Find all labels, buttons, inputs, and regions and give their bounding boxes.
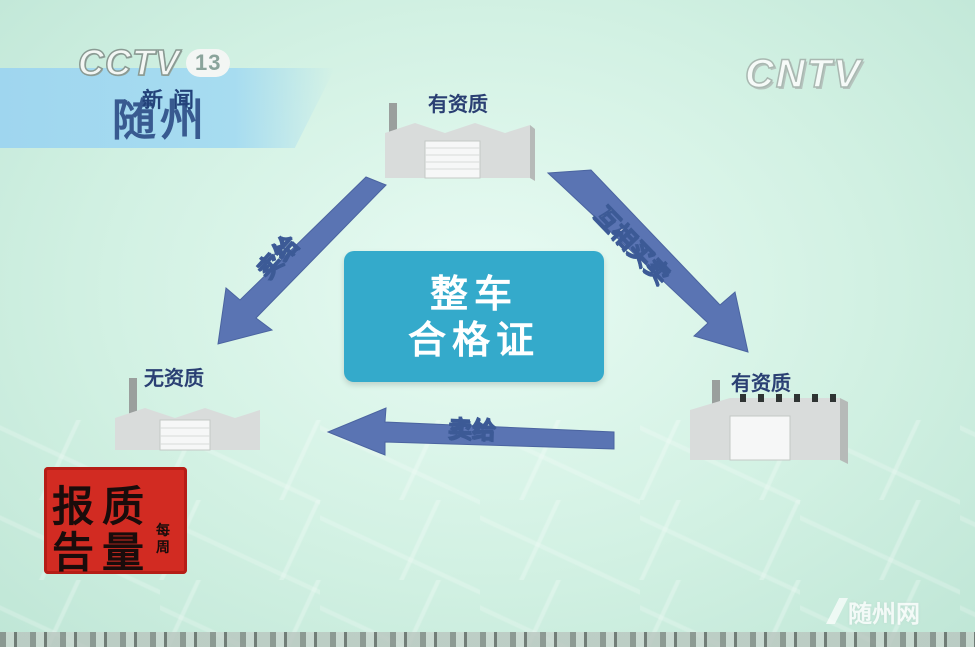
seal-char: 质: [102, 482, 145, 531]
seal-char: 量: [102, 528, 145, 577]
arrow-label-right-to-left: 卖给: [447, 415, 497, 446]
channel-number: 13: [186, 49, 231, 77]
factory-icon-right: [690, 380, 848, 464]
seal-char: 告: [52, 528, 95, 577]
node-label-right: 有资质: [731, 371, 791, 395]
arrow-right-to-left: [326, 407, 615, 456]
bottom-strip: [0, 632, 975, 647]
node-label-top: 有资质: [428, 92, 488, 116]
arrow-right-to-top: [546, 169, 749, 353]
center-line-1: 整车: [429, 271, 518, 316]
channel-sub: 新闻: [142, 88, 204, 112]
center-box: 整车 合格证: [344, 251, 604, 382]
factory-icon-top: [385, 103, 535, 181]
center-line-2: 合格证: [407, 317, 540, 362]
cntv-logo: CNTV: [744, 51, 862, 97]
arrow-top-to-left: [217, 176, 387, 345]
watermark-text: 随州网: [848, 600, 920, 628]
seal-char: 报: [52, 482, 95, 531]
weekly-quality-report-seal: 报 质 告 量 每周: [44, 467, 187, 577]
seal-small-text: 每周: [156, 523, 170, 556]
node-label-left: 无资质: [144, 366, 204, 390]
factory-icon-left: [115, 378, 260, 451]
cctv-logo: CCTV 13: [77, 41, 231, 84]
cctv-logo-text: CCTV: [77, 41, 180, 84]
city-title: 随州: [112, 95, 208, 146]
channel-band: [0, 68, 335, 148]
